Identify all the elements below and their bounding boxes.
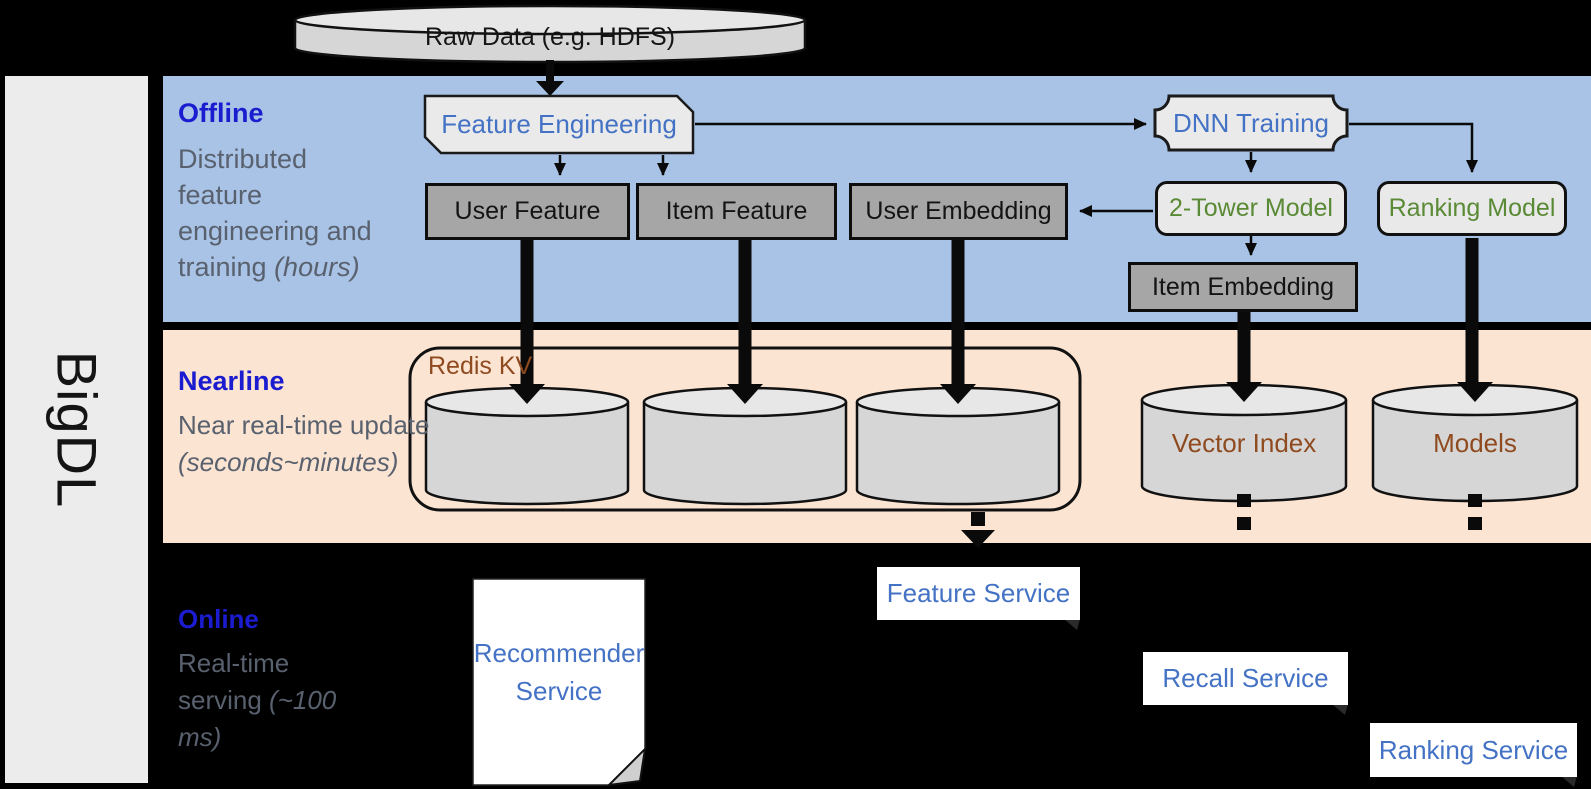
recall-service-box: Recall Service bbox=[1143, 652, 1348, 705]
online-title: Online bbox=[178, 604, 259, 634]
recall-service-fold bbox=[1332, 704, 1348, 715]
user-embedding-box: User Embedding bbox=[849, 183, 1068, 240]
raw-data-label: Raw Data (e.g. HDFS) bbox=[424, 22, 676, 51]
nearline-title: Nearline bbox=[178, 366, 285, 396]
ranking-model-box: Ranking Model bbox=[1377, 181, 1567, 236]
brand-bar: BigDL bbox=[5, 76, 148, 783]
feature-service-fold bbox=[1064, 619, 1080, 630]
online-description-italic: (~100 ms) bbox=[178, 685, 337, 752]
ranking-service-box: Ranking Service bbox=[1370, 723, 1577, 777]
ranking-service-fold bbox=[1561, 776, 1577, 787]
recommender-service-label: Recommender Service bbox=[473, 638, 645, 706]
vector-index-label: Vector Index bbox=[1171, 427, 1317, 458]
models-label: Models bbox=[1433, 427, 1517, 458]
nearline-description: Near real-time update (seconds~minutes) bbox=[178, 410, 430, 477]
brand-label: BigDL bbox=[45, 350, 108, 509]
two-tower-model-box: 2-Tower Model bbox=[1155, 181, 1347, 236]
nearline-description-italic: (seconds~minutes) bbox=[178, 447, 399, 477]
offline-title: Offline bbox=[178, 98, 264, 128]
offline-description: Distributed feature engineering and trai… bbox=[178, 144, 372, 282]
user-feature-box: User Feature bbox=[425, 183, 630, 240]
item-embedding-box: Item Embedding bbox=[1128, 262, 1358, 312]
feature-service-box: Feature Service bbox=[877, 567, 1080, 620]
dnn-training-label: DNN Training bbox=[1172, 107, 1330, 138]
online-description: Real-time serving (~100 ms) bbox=[178, 648, 337, 752]
offline-description-italic: (hours) bbox=[274, 252, 360, 282]
redis-kv-label: Redis KV bbox=[428, 352, 533, 380]
feature-engineering-label: Feature Engineering bbox=[441, 109, 677, 139]
item-feature-box: Item Feature bbox=[636, 183, 837, 240]
